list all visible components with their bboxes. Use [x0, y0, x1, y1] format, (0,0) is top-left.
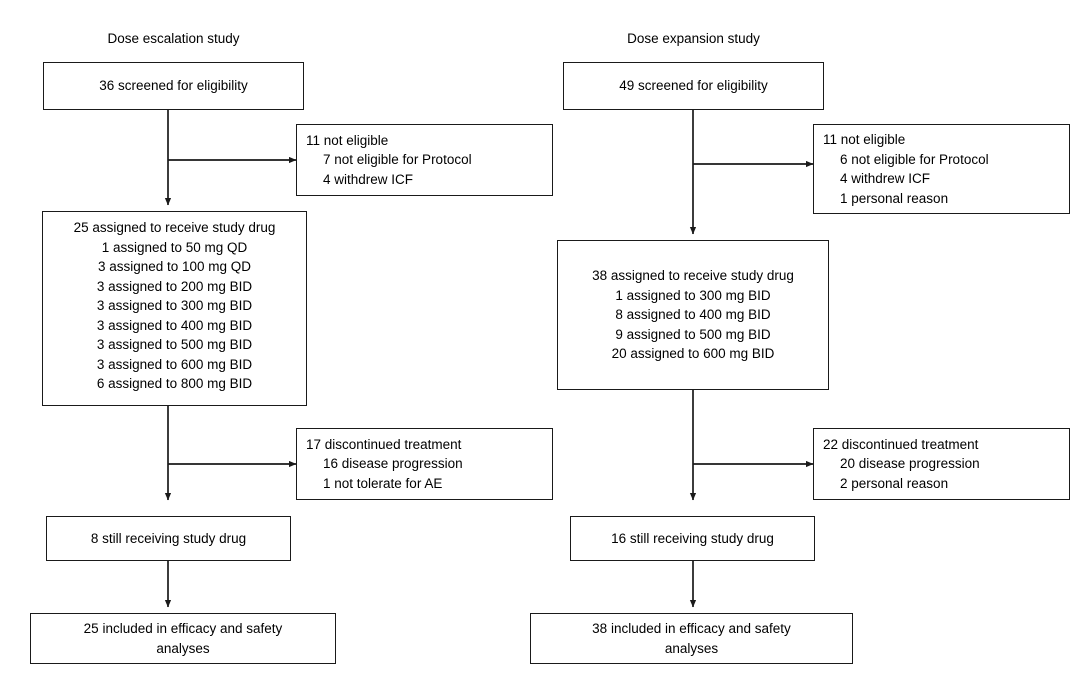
node-line-sub: 16 disease progression — [323, 456, 463, 472]
node-assigned-expansion: 38 assigned to receive study drug 1 assi… — [557, 240, 829, 390]
node-line-head: 25 assigned to receive study drug — [73, 220, 276, 235]
node-still-receiving-expansion: 16 still receiving study drug — [570, 516, 815, 561]
node-line-sub: 9 assigned to 500 mg BID — [615, 326, 771, 342]
node-line: 25 included in efficacy and safety — [83, 621, 283, 636]
node-line-sub: 4 withdrew ICF — [323, 171, 414, 187]
node-line-sub: 6 not eligible for Protocol — [840, 151, 989, 167]
node-line-sub: 3 assigned to 400 mg BID — [96, 317, 253, 333]
node-line-sub: 20 disease progression — [840, 456, 980, 472]
column-title-dose-expansion: Dose expansion study — [627, 31, 760, 46]
node-line-sub: 3 assigned to 300 mg BID — [96, 298, 253, 313]
node-not-eligible-escalation: 11 not eligible 7 not eligible for Proto… — [296, 124, 553, 196]
node-line: analyses — [664, 640, 719, 656]
node-line-sub: 3 assigned to 600 mg BID — [96, 356, 253, 372]
node-line-sub: 2 personal reason — [840, 475, 949, 491]
node-line-sub: 1 not tolerate for AE — [323, 475, 443, 491]
node-included-expansion: 38 included in efficacy and safety analy… — [530, 613, 853, 664]
node-included-escalation: 25 included in efficacy and safety analy… — [30, 613, 336, 664]
node-not-eligible-expansion: 11 not eligible 6 not eligible for Proto… — [813, 124, 1070, 214]
column-title-dose-escalation: Dose escalation study — [107, 31, 240, 46]
node-line-head: 38 assigned to receive study drug — [592, 268, 794, 284]
node-line-sub: 4 withdrew ICF — [840, 171, 931, 186]
node-line-sub: 8 assigned to 400 mg BID — [615, 307, 771, 323]
node-assigned-escalation: 25 assigned to receive study drug 1 assi… — [42, 211, 307, 406]
node-line-head: 17 discontinued treatment — [306, 436, 462, 452]
node-line: 36 screened for eligibility — [99, 78, 248, 94]
node-screened-escalation: 36 screened for eligibility — [43, 62, 304, 110]
node-line-head: 22 discontinued treatment — [823, 436, 979, 452]
node-line-sub: 3 assigned to 200 mg BID — [96, 278, 253, 294]
node-line: 49 screened for eligibility — [619, 78, 768, 94]
node-line: analyses — [156, 640, 210, 656]
node-line-sub: 6 assigned to 800 mg BID — [96, 376, 253, 391]
node-line-sub: 1 assigned to 300 mg BID — [615, 287, 771, 303]
node-discontinued-escalation: 17 discontinued treatment 16 disease pro… — [296, 428, 553, 500]
node-line: 8 still receiving study drug — [90, 530, 247, 546]
node-still-receiving-escalation: 8 still receiving study drug — [46, 516, 291, 561]
node-line: 38 included in efficacy and safety — [592, 621, 791, 636]
node-line-sub: 20 assigned to 600 mg BID — [611, 346, 775, 362]
node-line-sub: 7 not eligible for Protocol — [323, 152, 472, 168]
node-line-sub: 3 assigned to 500 mg BID — [96, 337, 253, 352]
node-discontinued-expansion: 22 discontinued treatment 20 disease pro… — [813, 428, 1070, 500]
node-screened-expansion: 49 screened for eligibility — [563, 62, 824, 110]
node-line: 16 still receiving study drug — [611, 530, 774, 546]
node-line-sub: 3 assigned to 100 mg QD — [97, 259, 252, 274]
node-line-head: 11 not eligible — [306, 132, 389, 148]
node-line-sub: 1 personal reason — [840, 190, 949, 206]
node-line-head: 11 not eligible — [823, 132, 906, 147]
node-line-sub: 1 assigned to 50 mg QD — [101, 239, 248, 255]
